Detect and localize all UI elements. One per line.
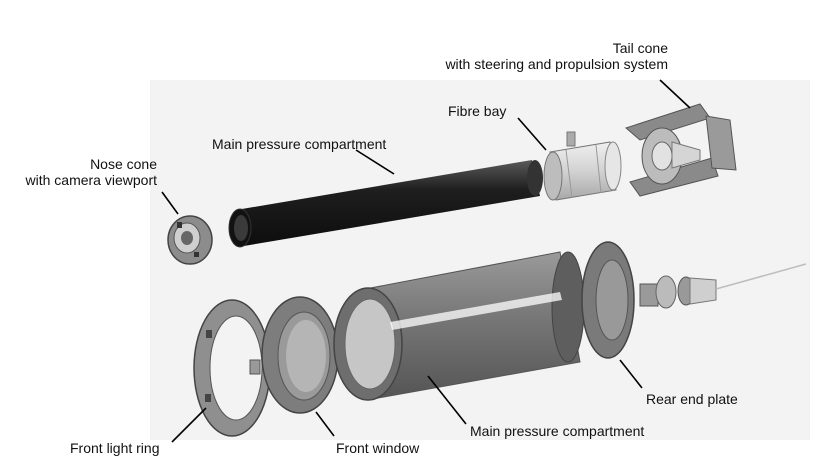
label-front-light-ring: Front light ring	[70, 440, 160, 456]
leader-main-bottom	[427, 375, 467, 425]
nose-cone-part	[167, 215, 213, 265]
rear-end-plate-part	[581, 241, 807, 359]
label-rear-end-plate: Rear end plate	[646, 391, 738, 407]
leader-fibre-bay	[517, 117, 547, 151]
label-main-pressure-bottom: Main pressure compartment	[470, 423, 645, 439]
label-nose-cone-line1: Nose cone	[90, 156, 157, 172]
label-front-window: Front window	[336, 440, 420, 456]
label-tail-cone: Tail cone with steering and propulsion s…	[430, 40, 820, 72]
lower-pressure-tube	[333, 251, 585, 401]
leader-nose-cone	[161, 191, 179, 215]
upper-pressure-tube	[228, 160, 543, 248]
label-tail-cone-line2: with steering and propulsion system	[445, 56, 668, 72]
label-tail-cone-line1: Tail cone	[612, 40, 668, 56]
tail-cone-part	[624, 103, 737, 197]
leader-main-top	[355, 149, 395, 175]
front-window-part	[261, 296, 339, 414]
leader-front-window	[315, 411, 335, 437]
leader-rear-end-plate	[619, 359, 643, 389]
leader-tail-cone	[659, 79, 691, 109]
fibre-bay-part	[543, 131, 622, 201]
front-light-ring-part	[193, 299, 271, 437]
label-main-pressure-top: Main pressure compartment	[212, 136, 387, 152]
label-fibre-bay: Fibre bay	[448, 103, 507, 119]
label-nose-cone-line2: with camera viewport	[25, 172, 158, 188]
label-nose-cone: Nose cone with camera viewport	[0, 156, 158, 188]
leader-lines	[161, 79, 691, 443]
leader-front-light-ring	[171, 407, 207, 443]
